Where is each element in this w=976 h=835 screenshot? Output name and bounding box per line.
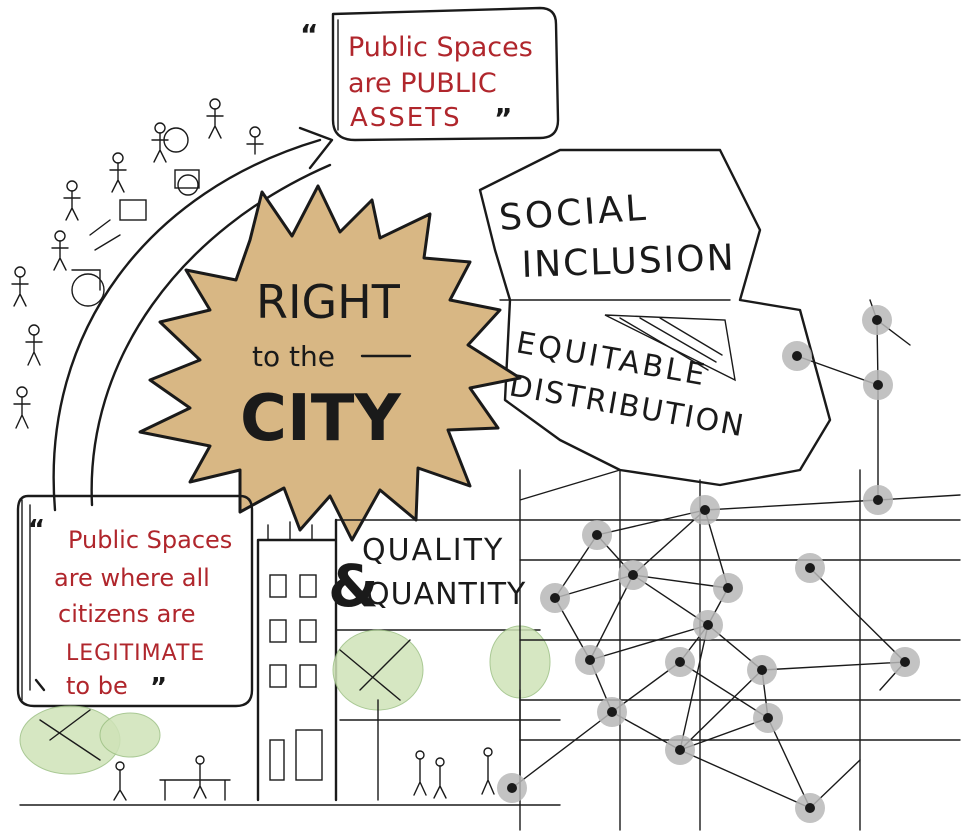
quote-bottom-line4: LEGITIMATE [66, 641, 205, 666]
quality-line1: QUALITY [362, 533, 504, 568]
quote-close-mark-top: ” [494, 102, 512, 135]
quality-line2: QUANTITY [366, 577, 526, 612]
tree-icon [19, 625, 551, 801]
social-equity-shape [478, 148, 832, 487]
center-line1: RIGHT [256, 275, 401, 329]
center-line2: to the [252, 340, 335, 373]
wheelchair-icon [71, 127, 199, 307]
quality-ampersand: & [328, 552, 379, 620]
social-line2: INCLUSION [521, 238, 736, 286]
starburst-icon [138, 184, 522, 542]
center-line3: CITY [240, 382, 401, 456]
quote-top-line1: Public Spaces [348, 32, 533, 63]
quote-bottom-line1: Public Spaces [68, 526, 232, 554]
quote-bubble-top [331, 6, 560, 142]
quote-close-mark-bottom: ” [150, 673, 167, 703]
quote-open-mark-top: “ [300, 18, 318, 51]
arc-arrow [52, 126, 334, 512]
quote-bubble-bottom [16, 494, 254, 708]
quote-bottom-line5: to be [66, 672, 128, 700]
quote-bottom-line3: citizens are [58, 600, 195, 628]
quote-open-mark-bottom: “ [28, 515, 45, 545]
social-line1: SOCIAL [498, 188, 650, 239]
quote-top-line3: ASSETS [350, 103, 462, 133]
people-icon [11, 98, 264, 429]
quote-bottom-line2: are where all [54, 564, 210, 592]
people-icon [19, 747, 561, 806]
network-icon [497, 299, 961, 831]
quote-top-line2: are PUBLIC [348, 68, 497, 99]
